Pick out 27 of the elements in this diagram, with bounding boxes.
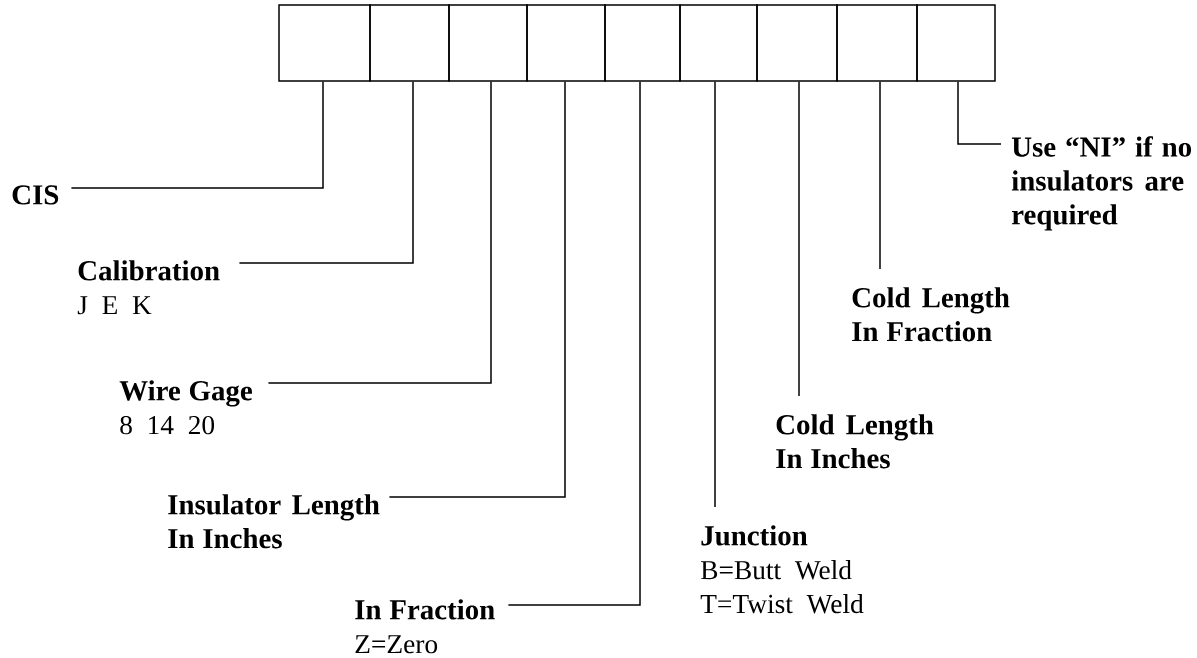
entry-box [756,4,838,82]
leader-line [714,81,716,508]
leader-line [507,81,641,606]
entry-box [604,4,681,82]
field-label: Use “NI” if no insulators are required [1011,136,1192,231]
entry-box [836,4,918,82]
leader-line [879,81,881,270]
field-label: Calibration J E K [77,260,220,315]
field-label: In Fraction Z=Zero [355,599,495,654]
field-label: Cold Length In Fraction [852,287,1010,342]
entry-box [916,4,996,82]
entry-box [526,4,606,82]
leader-line [238,81,414,264]
leader-line [267,81,492,384]
field-label: Junction B=Butt Weld T=Twist Weld [700,525,864,614]
field-label: Insulator Length In Inches [168,494,380,549]
entry-box [679,4,758,82]
leader-line [388,81,566,498]
entry-box [278,4,371,82]
entry-box [448,4,528,82]
entry-box [369,4,450,82]
leader-line [798,81,800,397]
field-label: Wire Gage 8 14 20 [119,380,252,435]
field-label: Cold Length In Inches [776,414,934,469]
field-label: CIS [12,185,59,205]
leader-line [70,81,324,189]
leader-line [957,81,1002,145]
